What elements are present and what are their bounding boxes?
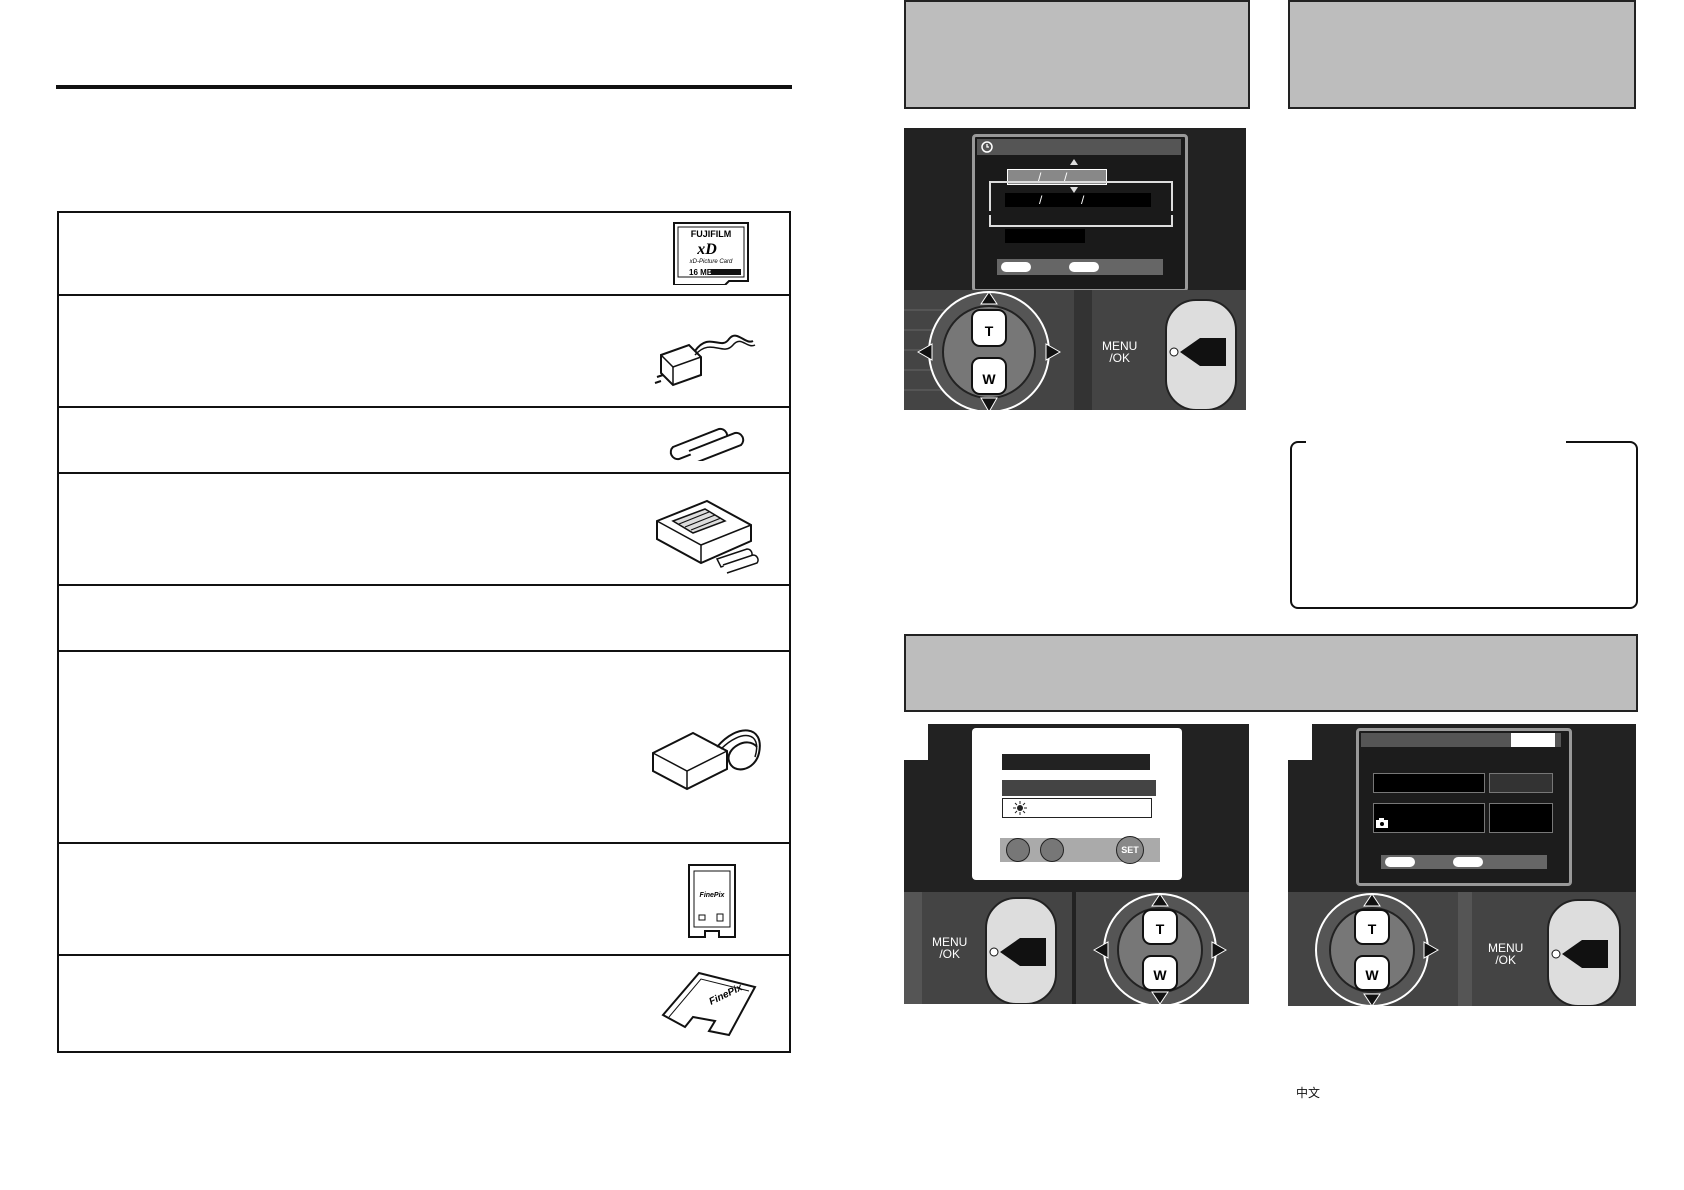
- lcd-button: [1453, 857, 1483, 867]
- setup-field: [1489, 803, 1553, 833]
- menu-ok-label: MENU /OK: [932, 935, 968, 961]
- up-arrow-icon: [1070, 159, 1078, 165]
- setup-field: [1373, 773, 1485, 793]
- heading-box-date: [904, 0, 1250, 109]
- date-separator: /: [1064, 170, 1068, 184]
- language-label: 中文: [1296, 1086, 1321, 1100]
- camera-controls: T W MENU /OK: [1288, 892, 1636, 1006]
- menu-item: [1002, 754, 1150, 770]
- lcd-screen: / / / /: [972, 134, 1188, 292]
- setup-tab: [1511, 733, 1555, 747]
- date-bracket: [989, 181, 1173, 211]
- menu-item-selected: [1002, 780, 1156, 796]
- pc-card-adapter-image: FinePix: [687, 863, 737, 939]
- card-reader-image: [647, 713, 767, 797]
- face-icon: [1006, 838, 1030, 862]
- lcd-button-bar: [997, 259, 1163, 275]
- menu-icon-bar: SET: [1000, 836, 1160, 864]
- menu-screen: SET: [972, 728, 1182, 880]
- menu-item: [1002, 798, 1152, 818]
- lcd-button: [1001, 262, 1031, 272]
- menu-ok-label: MENU /OK: [1488, 941, 1524, 967]
- date-value-bar: / /: [1005, 193, 1151, 207]
- row-divider: [59, 842, 789, 844]
- lcd-button-bar: [1381, 855, 1547, 869]
- zoom-w-label: W: [1365, 967, 1379, 983]
- menu-ok-label: MENU /OK: [1102, 339, 1138, 365]
- accessories-table: FUJIFILM xD xD-Picture Card 16 MB: [57, 211, 791, 1053]
- note-title-gap: [1306, 439, 1566, 447]
- date-separator: /: [1038, 170, 1042, 184]
- cf-adapter-image: FinePix: [659, 965, 759, 1041]
- zoom-t-label: T: [1156, 921, 1165, 937]
- heading-box-menu: [904, 634, 1638, 712]
- zoom-t-label: T: [1368, 921, 1377, 937]
- svg-text:xD: xD: [696, 241, 717, 258]
- step-number-2: [1288, 724, 1312, 760]
- date-separator: /: [1081, 193, 1085, 207]
- lcd-title-bar: [977, 139, 1181, 155]
- card-brand: FUJIFILM: [691, 229, 732, 239]
- sun-icon: [1013, 801, 1027, 815]
- timer-icon: [1040, 838, 1064, 862]
- title-rule: [56, 85, 792, 89]
- date-separator: /: [1039, 193, 1043, 207]
- camera-controls: T W MENU /OK: [904, 892, 1249, 1004]
- step-number-1: [904, 724, 928, 760]
- card-type: xD-Picture Card: [689, 259, 733, 265]
- row-divider: [59, 472, 789, 474]
- note-box: [1290, 439, 1638, 609]
- date-setting-panel: / / / / T W: [904, 128, 1246, 410]
- camera-icon: [1376, 818, 1388, 828]
- set-icon: SET: [1116, 836, 1144, 864]
- zoom-t-label: T: [985, 323, 994, 339]
- heading-box-right: [1288, 0, 1636, 109]
- row-divider: [59, 954, 789, 956]
- lcd-button: [1385, 857, 1415, 867]
- card-capacity: 16 MB: [689, 268, 713, 277]
- step1-panel: SET T W MENU /OK: [904, 724, 1249, 1004]
- zoom-w-label: W: [982, 371, 996, 387]
- down-arrow-icon: [1070, 187, 1078, 193]
- row-divider: [59, 294, 789, 296]
- lcd-button: [1069, 262, 1099, 272]
- step2-panel: T W MENU /OK: [1288, 724, 1636, 1006]
- time-value-bar: [1005, 229, 1085, 243]
- setup-field: [1373, 803, 1485, 833]
- row-divider: [59, 584, 789, 586]
- setup-icon-field: [1489, 773, 1553, 793]
- ac-adapter-image: [649, 321, 759, 393]
- pc-card-label: FinePix: [700, 892, 726, 899]
- row-divider: [59, 406, 789, 408]
- setup-title-bar: [1361, 733, 1561, 747]
- time-bracket: [989, 215, 1173, 227]
- row-divider: [59, 650, 789, 652]
- zoom-w-label: W: [1153, 967, 1167, 983]
- camera-controls: T W MENU /OK: [904, 290, 1246, 410]
- xd-card-image: FUJIFILM xD xD-Picture Card 16 MB: [671, 221, 751, 286]
- clock-icon: [981, 141, 993, 153]
- batteries-image: [669, 421, 749, 464]
- setup-screen: [1356, 728, 1572, 886]
- battery-charger-image: [651, 491, 761, 575]
